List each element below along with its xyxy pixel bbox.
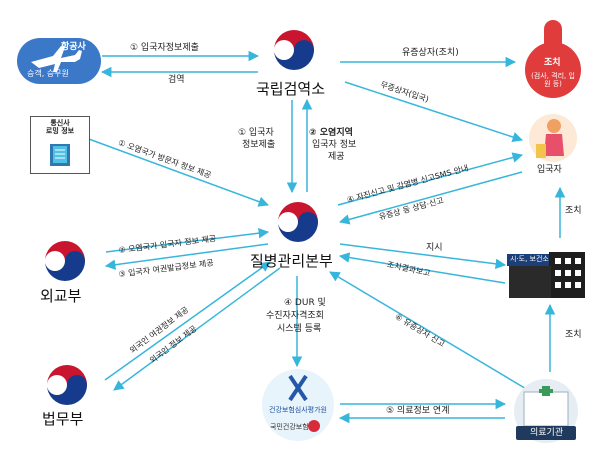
- local-health-label: 시·도, 보건소: [510, 255, 549, 263]
- edge-medical-info-link: ⑤ 의료정보 연계: [386, 406, 450, 416]
- airline-badge-icon: [17, 38, 101, 84]
- edge-quarantine-to-kdca-b: 정보제출: [242, 140, 276, 150]
- taegeuk-icon: [274, 30, 314, 70]
- hira-node: 건강보험심사평가원 국민건강보험: [260, 368, 336, 442]
- hospital-label: 의료기관: [530, 428, 564, 438]
- hospital-node: 의료기관: [510, 378, 582, 444]
- hira-label: 건강보험심사평가원: [269, 406, 327, 414]
- building-icon: [507, 252, 585, 298]
- edge-contaminated-a: ② 오염지역: [309, 128, 353, 138]
- traveler-icon: [529, 114, 577, 162]
- arrow-quarantine-traveler: [344, 81, 523, 143]
- foreign-ministry-label: 외교부: [40, 287, 82, 305]
- isolation-sublabel: (검사, 격리, 입원 등): [531, 72, 575, 89]
- hira-sublabel: 국민건강보험: [270, 423, 309, 431]
- edge-local-measure: 조치: [565, 206, 582, 216]
- edge-symptomatic: 유증상자(조치): [402, 48, 459, 58]
- telecom-node: 통신사 로밍 정보: [30, 116, 90, 174]
- arrow-foreign-kdca: [105, 227, 270, 253]
- isolation-label: 조치: [544, 58, 561, 68]
- local-health-node: 시·도, 보건소: [507, 250, 587, 300]
- thermometer-icon: [525, 20, 581, 98]
- edge-dur-c: 시스템 등록: [277, 324, 322, 334]
- edge-dur-b: 수진자자격조회: [266, 311, 324, 321]
- quarantine-label: 국립검역소: [256, 80, 326, 98]
- hospital-icon: [514, 379, 578, 443]
- taegeuk-icon: [47, 365, 87, 405]
- justice-ministry-label: 법무부: [42, 410, 84, 428]
- arrow-kdca-local: [339, 243, 507, 270]
- kdca-label: 질병관리본부: [250, 252, 333, 270]
- arrow-kdca-justice: [113, 267, 281, 391]
- isolation-node: 조치 (검사, 격리, 입원 등): [520, 20, 586, 100]
- arrow-justice-kdca: [104, 261, 271, 381]
- taegeuk-icon: [45, 241, 85, 281]
- arrow-hospital-kdca: [329, 271, 529, 391]
- edge-quarantine-check: 검역: [168, 75, 185, 85]
- hira-logo-icon: [262, 369, 334, 441]
- telecom-label: 통신사 로밍 정보: [45, 119, 75, 136]
- edge-quarantine-to-kdca-a: ① 입국자: [238, 128, 274, 138]
- edge-contaminated-b: 입국자 정보: [312, 140, 357, 150]
- arrow-kdca-foreign: [104, 243, 269, 270]
- airline-node: 항공사 승객, 승무원: [17, 38, 101, 84]
- arrow-local-kdca: [338, 252, 506, 284]
- arrow-kdca-traveler: [337, 152, 524, 206]
- airline-sublabel: 승객, 승무원: [27, 69, 69, 78]
- database-icon: [50, 144, 70, 166]
- edge-contaminated-c: 제공: [328, 152, 345, 162]
- arrow-telecom-kdca: [77, 134, 269, 207]
- airline-label: 항공사: [61, 42, 86, 52]
- edge-entrant-info: ① 입국자정보제출: [130, 43, 199, 53]
- traveler-label: 입국자: [537, 165, 562, 175]
- arrow-traveler-kdca: [338, 171, 523, 225]
- taegeuk-icon: [278, 202, 318, 242]
- edge-directive: 지시: [426, 243, 443, 253]
- edge-dur-a: ④ DUR 및: [284, 298, 326, 308]
- edge-hospital-measure: 조치: [565, 330, 582, 340]
